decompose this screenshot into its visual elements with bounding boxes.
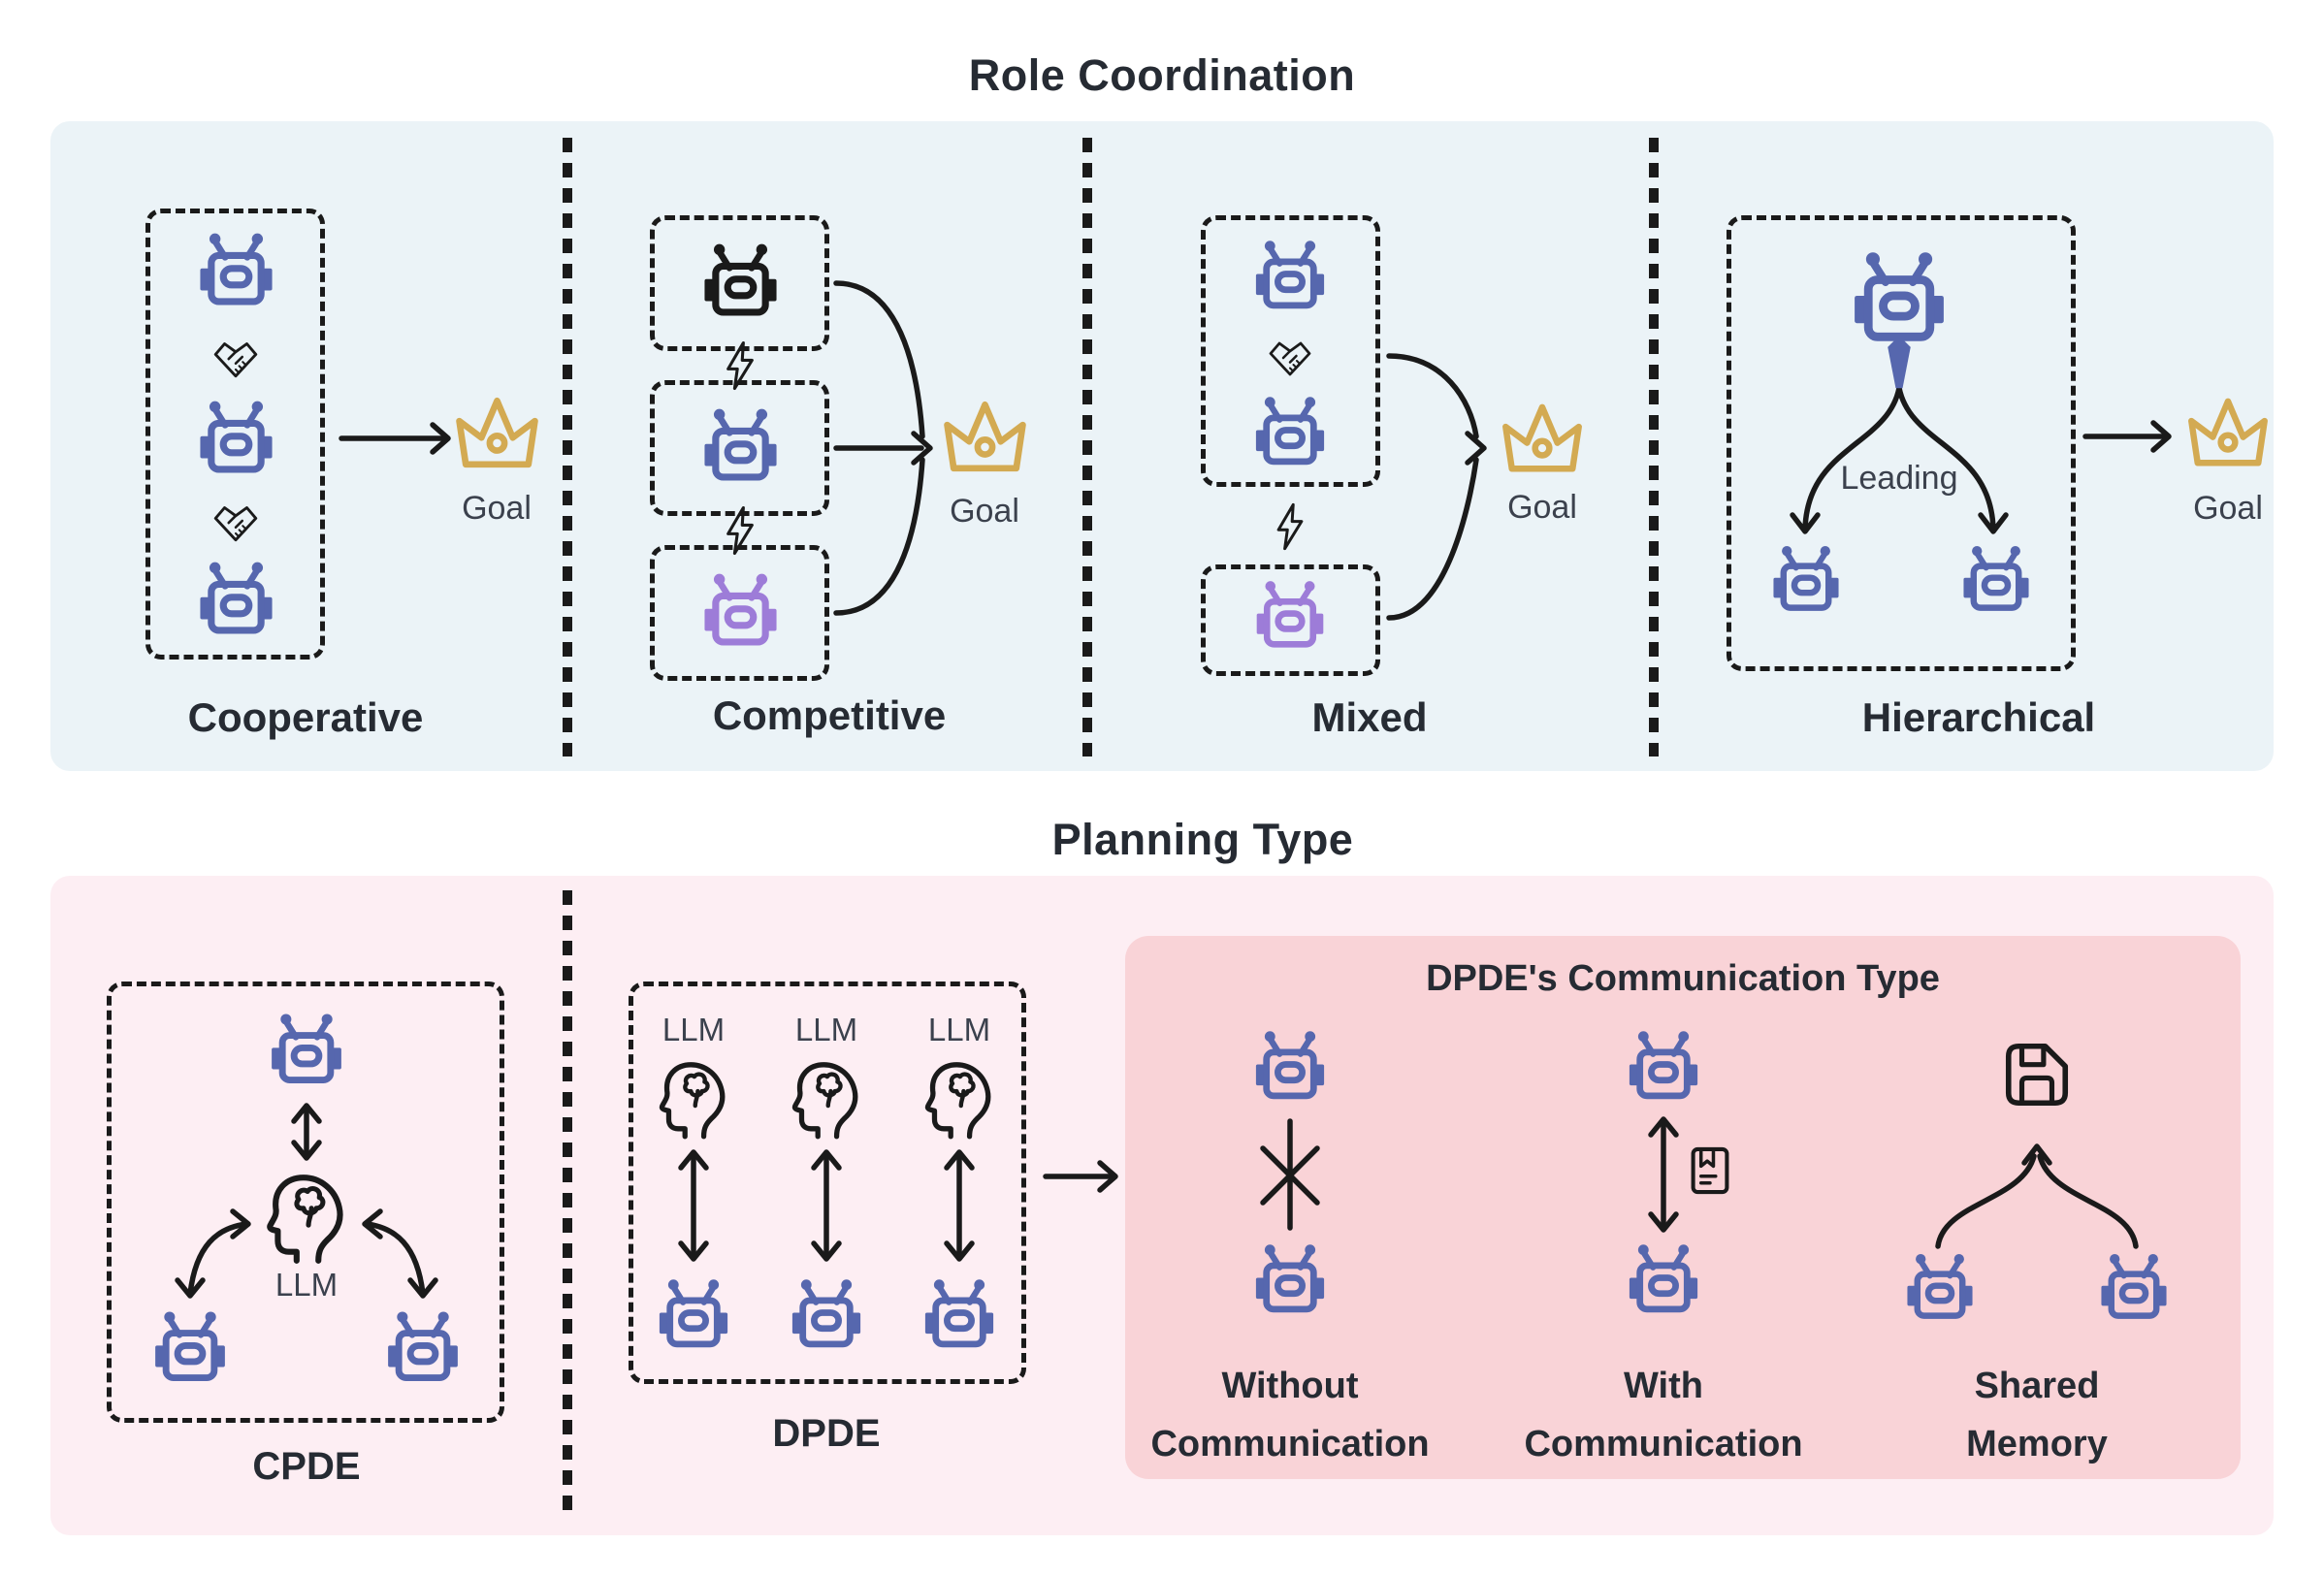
handshake-icon [210, 332, 261, 382]
mixed-cooperative-pair-box [1201, 215, 1380, 487]
robot-icon [1246, 1239, 1334, 1326]
hierarchical-team-box [1727, 215, 2076, 671]
robot-icon [1620, 1239, 1707, 1326]
robot-icon [145, 1305, 235, 1395]
robot-icon [1247, 575, 1333, 660]
divider-competitive-mixed [1082, 138, 1092, 756]
divider-mixed-hierarchical [1649, 138, 1659, 756]
head-brain-icon [784, 1056, 869, 1142]
robot-icon [694, 402, 787, 495]
dpde-box [629, 982, 1026, 1384]
competitive-label: Competitive [712, 692, 947, 738]
handshake-icon [1266, 332, 1314, 380]
with-communication-label-line2: Communication [1524, 1424, 1803, 1464]
robot-icon [190, 395, 282, 487]
cpde-label: CPDE [252, 1445, 361, 1488]
cooperative-label: Cooperative [187, 694, 424, 740]
head-brain-icon [257, 1168, 356, 1267]
mixed-competitor-box [1201, 564, 1380, 676]
floppy-disk-icon [1995, 1033, 2079, 1116]
lightning-icon [713, 503, 767, 558]
crown-icon [451, 387, 543, 479]
robot-icon [2092, 1248, 2176, 1332]
cooperative-agents-box [145, 209, 325, 660]
shared-memory-label-line1: Shared [1974, 1366, 2100, 1406]
robot-icon [916, 1273, 1003, 1361]
hierarchical-label: Hierarchical [1861, 694, 2096, 740]
robot-icon [378, 1305, 468, 1395]
robot-icon [190, 227, 282, 319]
goal-label: Goal [2193, 490, 2263, 527]
llm-label: LLM [274, 1267, 339, 1303]
cpde-box [107, 982, 504, 1423]
lightning-icon [713, 338, 767, 393]
leading-label: Leading [1840, 460, 1958, 497]
note-icon [1682, 1143, 1738, 1199]
divider-cooperative-competitive [563, 138, 572, 756]
head-brain-icon [917, 1056, 1002, 1142]
robot-icon [650, 1273, 737, 1361]
head-brain-icon [651, 1056, 736, 1142]
comm-panel-title: DPDE's Communication Type [1426, 958, 1940, 999]
robot-icon [1620, 1025, 1707, 1112]
shared-memory-label-line2: Memory [1966, 1424, 2108, 1464]
role-coordination-title: Role Coordination [968, 50, 1356, 100]
robot-icon [262, 1008, 351, 1097]
crown-icon [1498, 394, 1587, 483]
handshake-icon [210, 496, 261, 546]
robot-icon [694, 238, 787, 330]
robot-icon [694, 567, 787, 660]
robot-icon [1246, 391, 1334, 478]
without-communication-label-line1: Without [1221, 1366, 1359, 1406]
crown-icon [939, 391, 1031, 483]
robot-with-tie-icon [1842, 244, 1956, 393]
robot-icon [1898, 1248, 1982, 1332]
goal-label: Goal [950, 493, 1019, 530]
robot-icon [783, 1273, 870, 1361]
divider-cpde-dpde [563, 890, 572, 1521]
mixed-label: Mixed [1311, 694, 1428, 740]
with-communication-label-line1: With [1624, 1366, 1703, 1406]
llm-label: LLM [794, 1012, 858, 1047]
robot-icon [1246, 235, 1334, 322]
robot-icon [1246, 1025, 1334, 1112]
robot-icon [1954, 540, 2038, 624]
robot-icon [190, 556, 282, 648]
robot-icon [1764, 540, 1848, 624]
crown-icon [2183, 388, 2273, 477]
planning-type-title: Planning Type [1051, 815, 1354, 864]
without-communication-label-line2: Communication [1150, 1424, 1430, 1464]
llm-label: LLM [927, 1012, 991, 1047]
goal-label: Goal [462, 490, 532, 527]
dpde-label: DPDE [772, 1412, 881, 1455]
goal-label: Goal [1507, 489, 1577, 526]
llm-label: LLM [662, 1012, 726, 1047]
lightning-icon [1264, 500, 1316, 553]
